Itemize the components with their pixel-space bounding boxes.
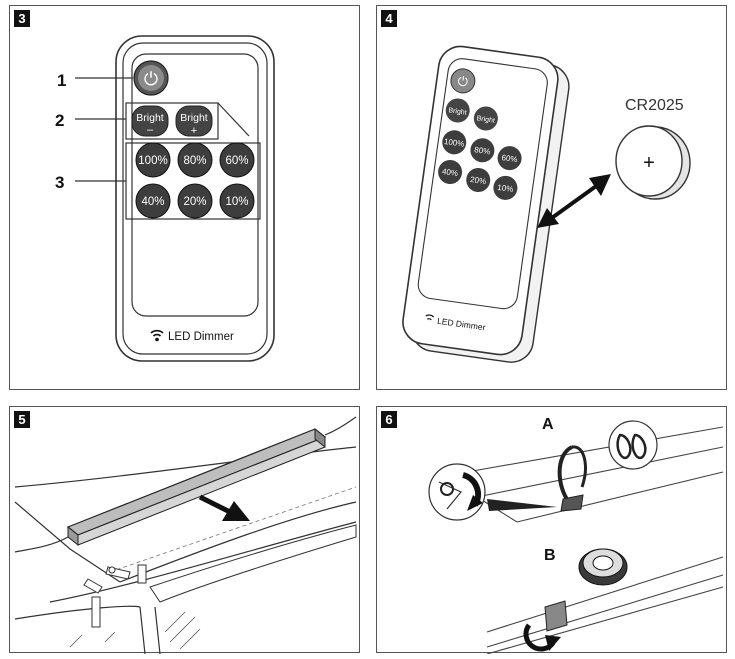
svg-text:40%: 40% <box>141 196 164 208</box>
svg-text:20%: 20% <box>183 196 206 208</box>
clip-detail-zoom <box>608 420 658 470</box>
mounting-clip <box>105 564 147 584</box>
power-button[interactable]: ⏻ <box>133 60 169 96</box>
svg-text:10%: 10% <box>497 183 514 194</box>
power-cable <box>324 416 357 436</box>
bright-plus-button <box>473 106 498 131</box>
remote-battery-drawing: ⏻ Bright Bright 100% 80% 60% 40% 20% 10%… <box>402 45 691 363</box>
level-100-button[interactable]: 100% <box>135 142 171 178</box>
power-button <box>450 68 476 94</box>
power-icon: ⏻ <box>457 73 469 89</box>
bright-plus-button[interactable]: Bright + <box>175 105 213 137</box>
hook-clip <box>557 445 587 512</box>
bright-minus-button <box>445 98 470 123</box>
remote-outer-shell <box>402 45 559 356</box>
wireless-icon <box>150 329 164 342</box>
slide-direction-arrow <box>198 494 250 521</box>
svg-text:Bright: Bright <box>180 112 208 124</box>
brand-label: LED Dimmer <box>168 331 234 343</box>
bright-group-frame <box>125 102 219 140</box>
step-number: 6 <box>381 411 397 428</box>
level-40-button[interactable]: 40% <box>135 183 171 219</box>
strip-mount-drawing <box>14 416 357 654</box>
level-60-button[interactable]: 60% <box>219 142 255 178</box>
twist-detail-zoom <box>428 463 486 521</box>
callout-1: 1 <box>57 71 66 90</box>
svg-text:–: – <box>147 124 154 136</box>
svg-text:20%: 20% <box>470 175 487 186</box>
panel-step-5: 5 <box>9 406 360 654</box>
svg-text:80%: 80% <box>474 145 491 156</box>
level-10-button[interactable]: 10% <box>219 183 255 219</box>
panel-step-6: 6 A B <box>376 406 727 654</box>
remote-inner-shell <box>122 42 268 355</box>
svg-text:Bright: Bright <box>448 107 467 116</box>
wireless-icon <box>425 314 435 321</box>
mounting-clip <box>83 578 103 628</box>
remote-button-area <box>417 58 548 310</box>
svg-text:Bright: Bright <box>136 112 164 124</box>
remote-button-area <box>131 53 259 317</box>
callout-3: 3 <box>55 173 64 192</box>
callout-2: 2 <box>55 111 64 130</box>
svg-text:+: + <box>191 125 197 137</box>
panel-step-4: 4 ⏻ Bright Bright 100% 80% 60% 40% 20% 1… <box>376 5 727 390</box>
coin-battery: + <box>615 125 691 200</box>
panel-step-3: 3 ⏻ 1 Bright – Bright + 2 <box>9 5 360 390</box>
option-a-label: A <box>542 416 554 433</box>
step-number: 4 <box>381 10 397 27</box>
svg-text:40%: 40% <box>441 167 458 178</box>
adhesive-tape-roll <box>578 548 628 586</box>
adhesive-tape <box>544 600 568 632</box>
pointer-arrow <box>487 499 557 511</box>
level-80-button[interactable]: 80% <box>177 142 213 178</box>
insert-remove-arrow <box>537 174 611 228</box>
battery-polarity: + <box>643 152 655 174</box>
svg-text:10%: 10% <box>225 196 248 208</box>
step-number: 3 <box>14 10 30 27</box>
svg-text:60%: 60% <box>225 155 248 167</box>
option-b-label: B <box>544 547 556 564</box>
level-20-button[interactable]: 20% <box>177 183 213 219</box>
svg-text:60%: 60% <box>501 153 518 164</box>
remote-front-drawing: ⏻ 1 Bright – Bright + 2 100% 80% <box>55 35 275 362</box>
svg-text:80%: 80% <box>183 155 206 167</box>
power-icon: ⏻ <box>144 69 158 89</box>
step-number: 5 <box>14 411 30 428</box>
svg-text:Bright: Bright <box>476 115 495 124</box>
bright-minus-button[interactable]: Bright – <box>131 105 169 137</box>
clip-options-drawing: A B <box>428 416 724 654</box>
led-strip <box>66 427 327 547</box>
svg-text:100%: 100% <box>138 155 167 167</box>
battery-model-label: CR2025 <box>625 97 684 114</box>
svg-text:100%: 100% <box>443 137 465 149</box>
